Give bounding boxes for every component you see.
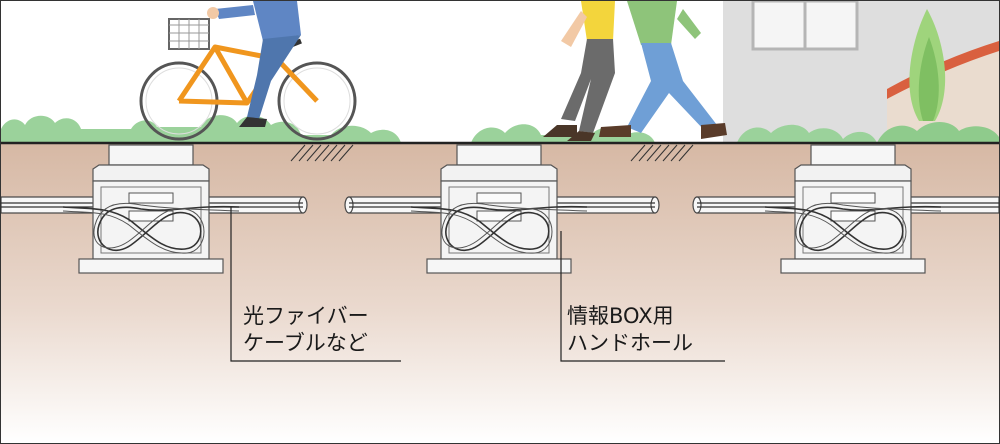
handhole-label-line1: 情報BOX用 bbox=[567, 304, 674, 328]
cable-leader-line bbox=[230, 207, 401, 362]
handhole-leader-line bbox=[560, 231, 725, 362]
cable-label-line1: 光ファイバー bbox=[243, 304, 369, 328]
pedestrians-illustration bbox=[543, 1, 727, 141]
cable-callout: 光ファイバー ケーブルなど bbox=[243, 303, 369, 357]
handhole-label-line2: ハンドホール bbox=[567, 331, 693, 355]
cyclist-illustration bbox=[139, 1, 357, 141]
handhole-callout: 情報BOX用 ハンドホール bbox=[567, 303, 693, 357]
cable-label-line2: ケーブルなど bbox=[243, 331, 368, 355]
